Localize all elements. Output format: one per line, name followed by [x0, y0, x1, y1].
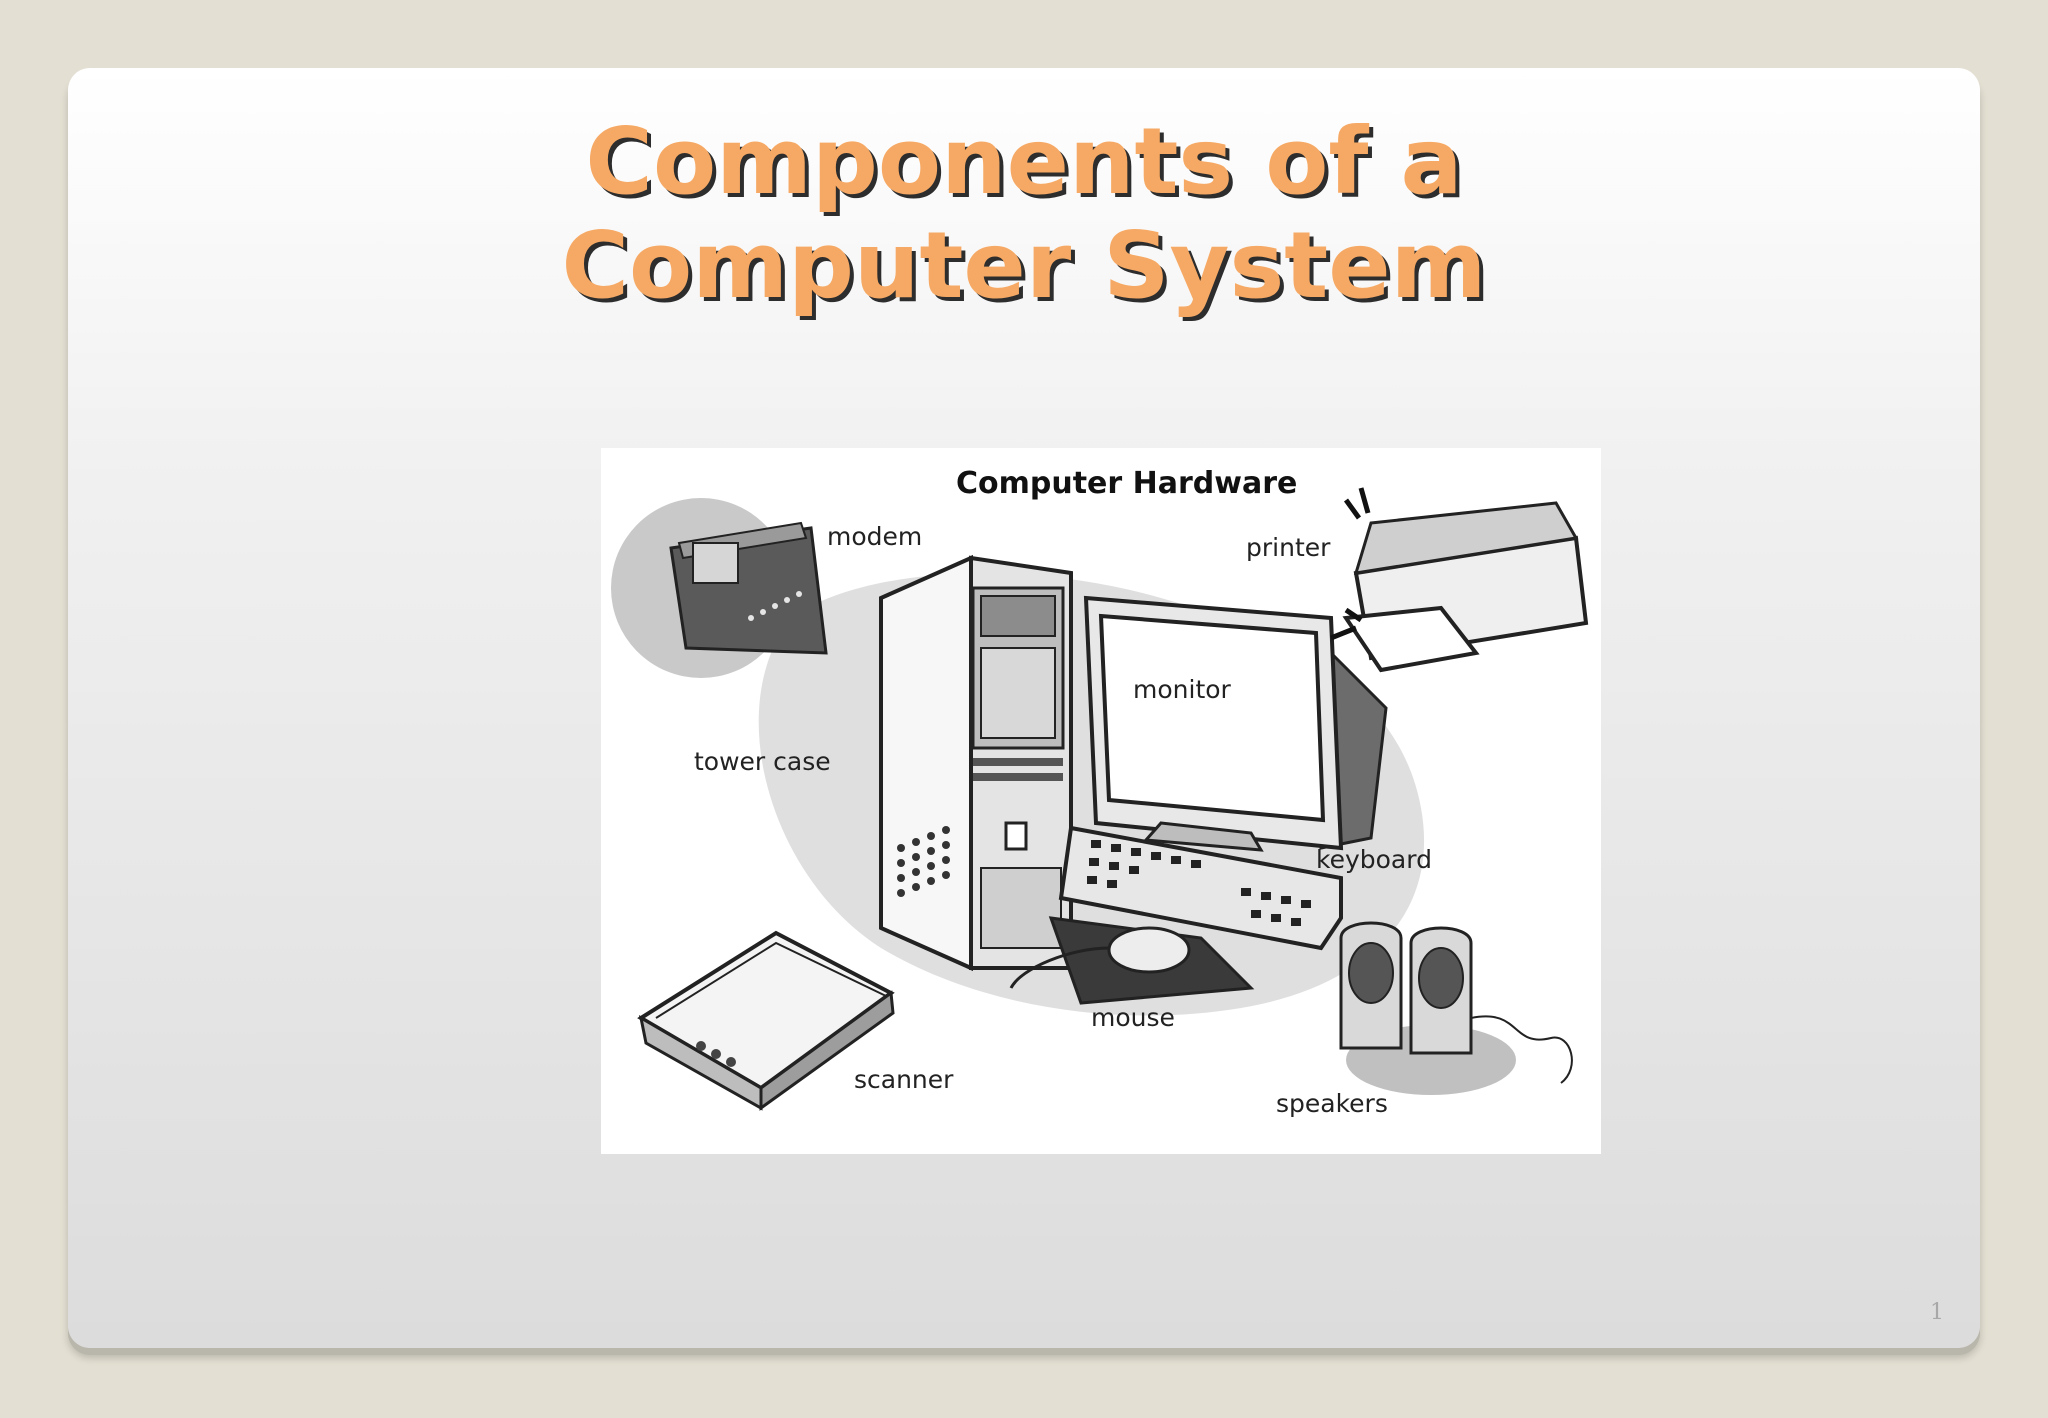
label-printer: printer [1246, 533, 1331, 562]
mouse-icon [1009, 916, 1255, 1005]
printer-icon [1330, 487, 1589, 673]
keyboard-icon [1058, 825, 1343, 951]
title-line-1: Components of a [585, 108, 1463, 215]
label-tower-case: tower case [694, 747, 831, 776]
scanner-icon [637, 930, 895, 1111]
hardware-diagram: Computer Hardware modem printer monitor … [611, 466, 1589, 1118]
title-line-2: Computer System [561, 212, 1487, 319]
speakers-icon [1339, 921, 1573, 1095]
slide-title: Components of a Computer System [0, 110, 2048, 318]
label-keyboard: keyboard [1316, 845, 1432, 874]
computer-hardware-illustration: Computer Hardware modem printer monitor … [601, 448, 1601, 1154]
label-monitor: monitor [1133, 675, 1232, 704]
tower-case-icon [879, 554, 1073, 972]
label-mouse: mouse [1091, 1003, 1175, 1032]
label-scanner: scanner [854, 1065, 954, 1094]
monitor-icon [1083, 595, 1388, 852]
label-modem: modem [827, 522, 922, 551]
page-number: 1 [1930, 1300, 1944, 1325]
label-speakers: speakers [1276, 1089, 1388, 1118]
figure-heading: Computer Hardware [956, 466, 1297, 501]
modem-icon [611, 498, 828, 678]
